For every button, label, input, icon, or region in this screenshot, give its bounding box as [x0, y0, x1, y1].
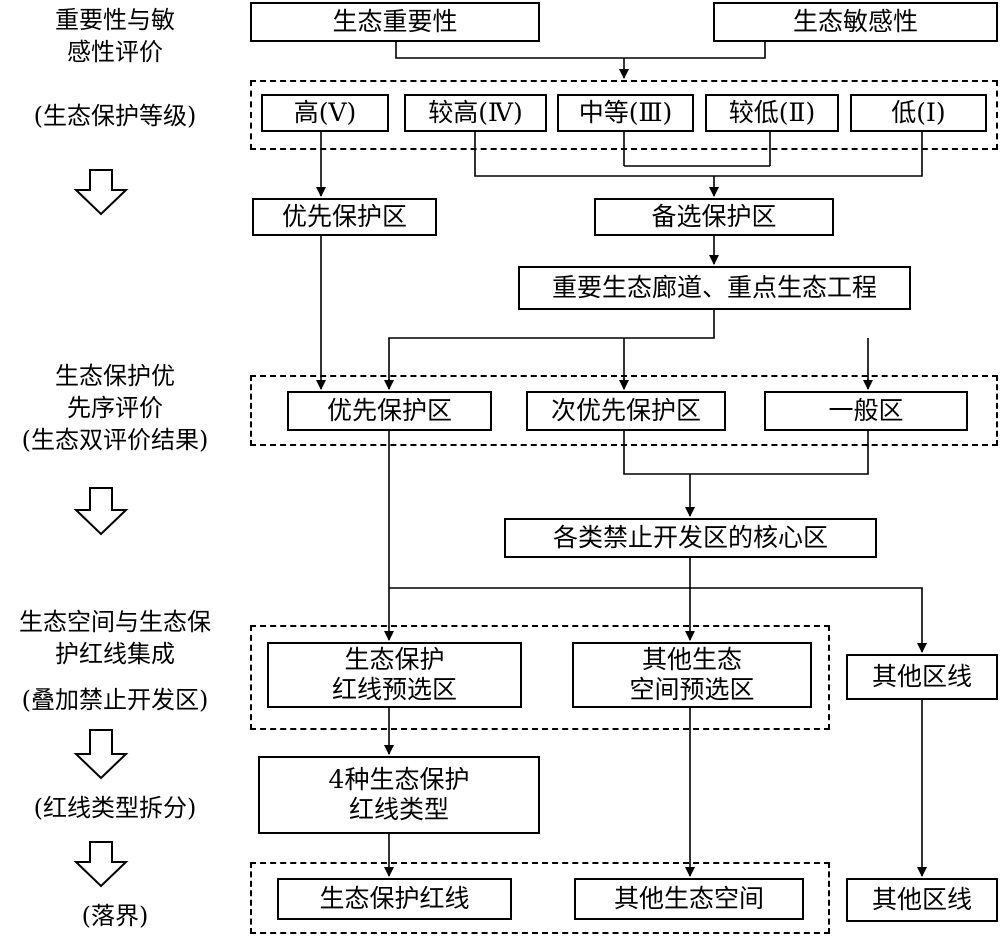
node-general-zone: 一般区 — [764, 391, 968, 431]
stage-label-integration: 生态空间与生态保 护红线集成 — [19, 608, 211, 668]
stage-sub-boundary: (落界) — [81, 902, 149, 930]
top-merge-line — [395, 42, 766, 59]
node-eco-sensitivity: 生态敏感性 — [713, 2, 998, 42]
merge-secondary-general — [623, 430, 869, 475]
node-other-space-preselect: 其他生态 空间预选区 — [572, 642, 812, 708]
pre-select-group-frame — [250, 625, 830, 730]
stage-label-priority: 生态保护优 先序评价 (生态双评价结果) — [21, 362, 209, 454]
node-level-low: 低(Ⅰ) — [850, 94, 987, 132]
stage-sub-overlay: (叠加禁止开发区) — [21, 686, 209, 714]
stage-sub-type-split: (红线类型拆分) — [33, 794, 197, 822]
node-redline-types: 4种生态保护 红线类型 — [258, 756, 540, 834]
arrow-to-other-line — [389, 587, 927, 653]
node-other-line-1: 其他区线 — [846, 654, 998, 700]
node-secondary-zone: 次优先保护区 — [526, 391, 726, 431]
node-level-medium: 中等(Ⅲ) — [557, 94, 694, 132]
node-core-zone: 各类禁止开发区的核心区 — [504, 518, 877, 558]
node-priority-zone-1: 优先保护区 — [252, 198, 437, 236]
merge-higher-low — [474, 132, 923, 177]
node-redline-final: 生态保护红线 — [277, 878, 512, 920]
node-level-higher: 较高(Ⅳ) — [404, 94, 547, 132]
node-other-space-final: 其他生态空间 — [574, 878, 804, 920]
node-eco-importance: 生态重要性 — [250, 2, 540, 42]
node-corridor: 重要生态廊道、重点生态工程 — [518, 266, 911, 310]
node-redline-preselect: 生态保护 红线预选区 — [267, 642, 522, 708]
node-level-high: 高(Ⅴ) — [261, 94, 389, 132]
level-group-frame — [250, 80, 998, 150]
priority-group-frame — [250, 375, 998, 446]
final-group-frame — [250, 862, 830, 934]
stage-sub-protection-level: (生态保护等级) — [33, 102, 197, 130]
stage-arrow-icon — [73, 729, 129, 780]
node-level-lower: 较低(Ⅱ) — [705, 94, 839, 132]
stage-arrow-icon — [73, 841, 129, 888]
node-candidate-zone: 备选保护区 — [594, 198, 834, 236]
node-priority-zone-2: 优先保护区 — [287, 391, 492, 431]
stage-arrow-icon — [73, 169, 129, 216]
stage-label-evaluation: 重要性与敏 感性评价 — [55, 6, 175, 66]
stage-arrow-icon — [73, 487, 129, 536]
node-other-line-2: 其他区线 — [846, 878, 998, 922]
